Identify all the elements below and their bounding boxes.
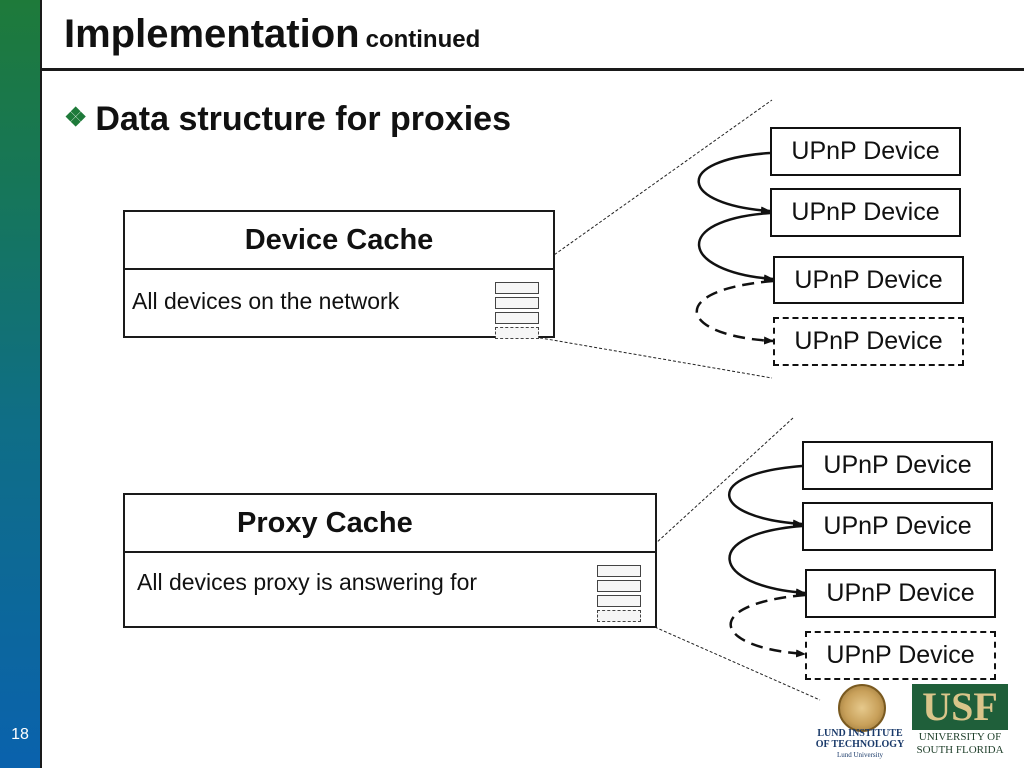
proxy-cache-box: Proxy Cache All devices proxy is answeri…: [123, 493, 657, 628]
lund-logo-text: LUND INSTITUTE OF TECHNOLOGY Lund Univer…: [814, 728, 906, 761]
proxy-cache-description: All devices proxy is answering for: [137, 569, 478, 595]
bullet-point: ❖Data structure for proxies: [64, 100, 511, 139]
title-sub: continued: [365, 26, 481, 53]
usf-logo-text: UNIVERSITY OF SOUTH FLORIDA: [908, 731, 1012, 757]
mini-device-list-icon: [597, 565, 641, 625]
title-main: Implementation: [64, 12, 360, 56]
link-arrow: [728, 464, 803, 528]
link-arrow: [697, 211, 774, 283]
link-arrow: [728, 524, 806, 597]
side-divider: [40, 0, 42, 768]
upnp-device-box: UPnP Device: [770, 188, 961, 237]
upnp-device-box: UPnP Device: [802, 502, 993, 551]
bullet-text: Data structure for proxies: [95, 100, 511, 138]
usf-line-2: SOUTH FLORIDA: [916, 744, 1004, 756]
diamond-bullet-icon: ❖: [64, 102, 88, 132]
upnp-device-box-pending: UPnP Device: [805, 631, 996, 680]
upnp-device-box: UPnP Device: [773, 256, 964, 304]
title-divider: [42, 68, 1024, 71]
mini-device-list-icon: [495, 282, 539, 342]
upnp-device-box: UPnP Device: [802, 441, 993, 490]
lund-line-2: OF TECHNOLOGY: [815, 739, 905, 750]
proxy-cache-heading: Proxy Cache: [125, 495, 655, 553]
zoom-guide-line: [529, 99, 773, 273]
lund-seal-logo: [838, 684, 886, 732]
side-bar: [0, 0, 40, 768]
zoom-guide-line: [631, 616, 821, 701]
zoom-guide-line: [534, 336, 773, 379]
upnp-device-box-pending: UPnP Device: [773, 317, 964, 366]
upnp-device-box: UPnP Device: [770, 127, 961, 176]
link-arrow-dashed: [729, 593, 806, 658]
usf-line-1: UNIVERSITY OF: [918, 731, 1002, 743]
page-number: 18: [11, 726, 29, 743]
link-arrow-dashed: [695, 279, 774, 345]
usf-logo: USF: [912, 684, 1008, 730]
lund-line-3: Lund University: [836, 751, 884, 759]
device-cache-box: Device Cache All devices on the network: [123, 210, 555, 339]
upnp-device-box: UPnP Device: [805, 569, 996, 618]
zoom-guide-line: [631, 417, 794, 566]
lund-line-1: LUND INSTITUTE: [817, 728, 903, 739]
device-cache-description: All devices on the network: [132, 288, 400, 314]
link-arrow: [697, 151, 771, 215]
device-cache-heading: Device Cache: [125, 212, 553, 270]
